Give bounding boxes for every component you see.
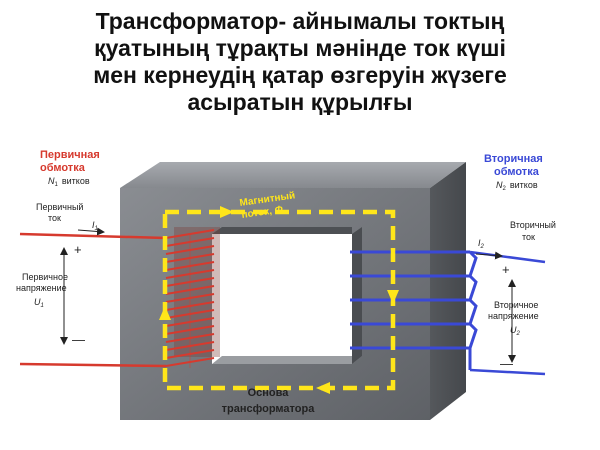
secondary-winding <box>350 250 546 376</box>
primary-current-symbol: I1 <box>92 220 98 232</box>
core-label: Основа <box>248 387 290 399</box>
primary-current-label: ток <box>48 213 61 223</box>
primary-voltage-symbol: U1 <box>34 297 44 309</box>
slide-title: Трансформатор- айнымалы токтың қуатының … <box>20 8 580 116</box>
secondary-voltage-symbol: U2 <box>510 325 521 337</box>
secondary-winding-label: Вторичная <box>484 153 543 165</box>
primary-minus-sign: — <box>72 332 85 347</box>
secondary-voltage-label: напряжение <box>488 311 539 321</box>
flux-arrow-top <box>220 206 234 218</box>
primary-current-arrow <box>77 227 105 236</box>
title-line: Трансформатор- айнымалы токтың <box>95 8 505 34</box>
primary-voltage-label: напряжение <box>16 283 67 293</box>
transformer-core <box>120 162 466 420</box>
primary-plus-sign: + <box>74 242 82 257</box>
secondary-voltage-label: Вторичное <box>494 300 538 310</box>
secondary-minus-sign: — <box>500 356 513 371</box>
title-line: мен кернеудің қатар өзгеруін жүзеге <box>93 62 507 88</box>
flux-arrow-left <box>159 306 171 320</box>
secondary-current-arrow <box>475 251 503 260</box>
transformer-diagram: Магнитный поток, Φ Основа трансформатора… <box>16 149 556 420</box>
secondary-plus-sign: + <box>502 262 510 277</box>
core-label: трансформатора <box>222 403 316 415</box>
primary-current-label: Первичный <box>36 202 83 212</box>
flux-arrow-bottom <box>316 382 330 394</box>
secondary-winding-label: обмотка <box>494 166 540 178</box>
primary-winding-label: обмотка <box>40 162 86 174</box>
title-line: асыратын құрылғы <box>187 89 413 115</box>
title-line: қуатының тұрақты мәнінде ток күші <box>94 35 506 61</box>
flux-label: поток, Φ <box>241 204 284 221</box>
secondary-current-label: Вторичный <box>510 220 556 230</box>
primary-voltage-label: Первичное <box>22 272 68 282</box>
magnetic-flux-path <box>162 209 396 391</box>
secondary-current-label: ток <box>522 232 535 242</box>
primary-winding-label: Первичная <box>40 149 100 161</box>
flux-arrow-right <box>387 290 399 304</box>
secondary-current-symbol: I2 <box>478 238 485 250</box>
primary-winding <box>19 227 220 368</box>
